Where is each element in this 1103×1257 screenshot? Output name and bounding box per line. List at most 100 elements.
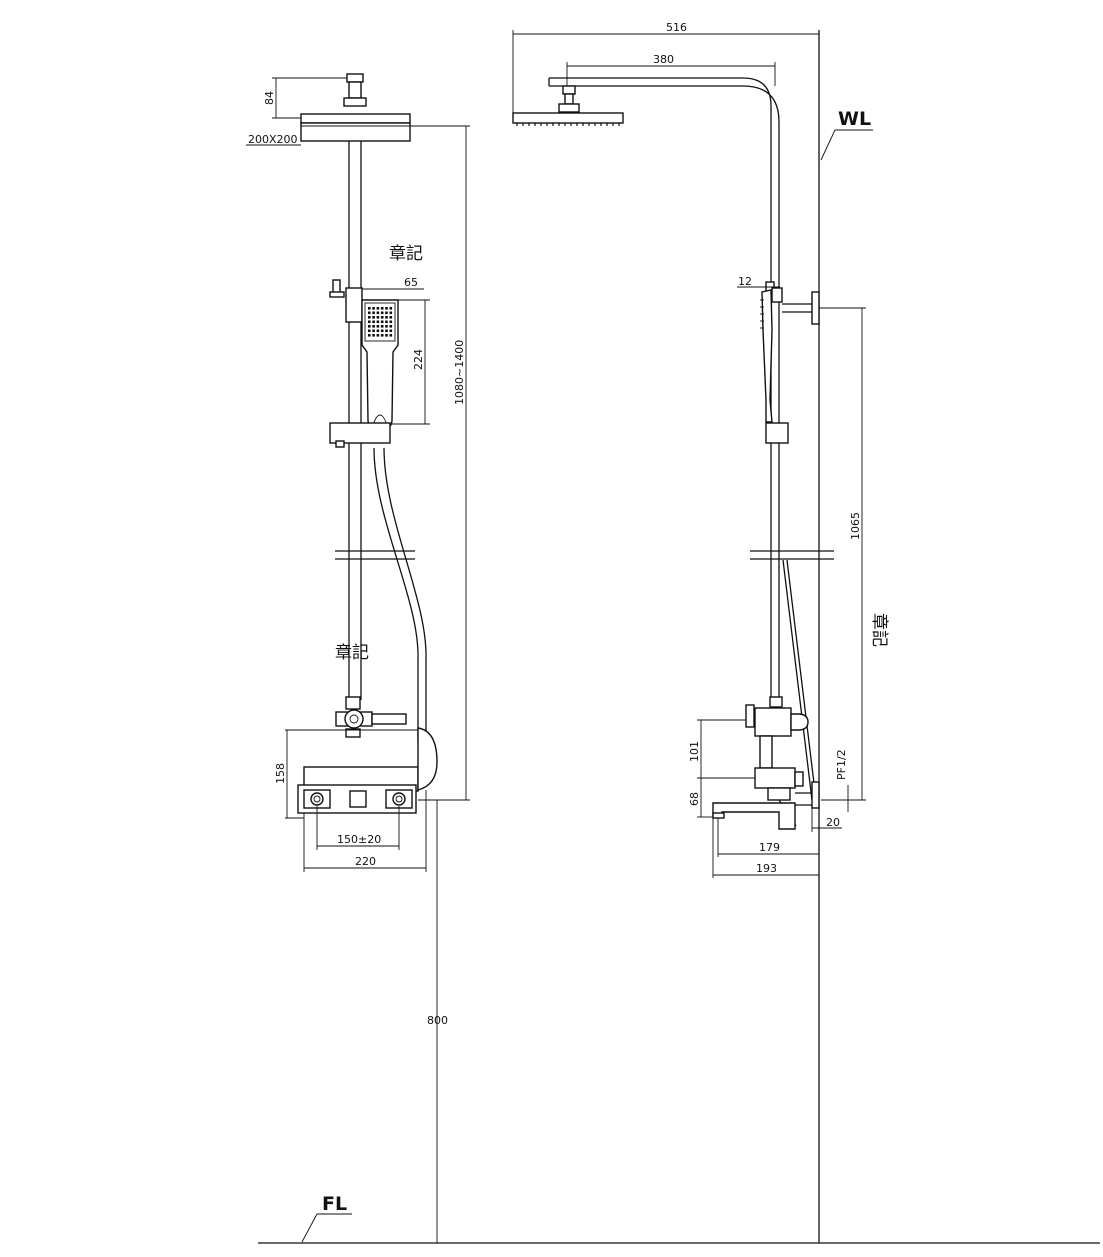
dim-diverter-height: 101 bbox=[688, 719, 755, 779]
nozzle bbox=[376, 307, 380, 310]
nozzle bbox=[380, 325, 384, 328]
nozzle bbox=[389, 316, 393, 319]
dim-handshower-length: 224 bbox=[392, 299, 430, 425]
nozzle bbox=[368, 307, 371, 310]
dim-arm-reach: 516 bbox=[512, 21, 819, 113]
dim-inlet-offset: 20 bbox=[811, 805, 842, 832]
dim-arm-reach-label: 516 bbox=[666, 21, 687, 34]
nozzle bbox=[372, 316, 375, 319]
nozzle bbox=[385, 316, 388, 319]
side-top-bracket bbox=[765, 281, 820, 325]
nozzle bbox=[368, 316, 371, 319]
dim-height-range-label: 1080~1400 bbox=[453, 340, 466, 405]
dim-head-offset: 380 bbox=[566, 53, 776, 86]
dim-wall-clearance-label: 12 bbox=[738, 275, 752, 288]
dim-spout-height-label: 68 bbox=[688, 792, 701, 806]
nozzle bbox=[368, 311, 371, 315]
nozzle bbox=[385, 325, 388, 328]
dim-head-height-label: 84 bbox=[263, 91, 276, 105]
nozzle bbox=[380, 329, 384, 333]
dim-bracket-height-label: 1065 bbox=[849, 512, 862, 540]
side-mixer bbox=[745, 696, 820, 827]
nozzle bbox=[380, 307, 384, 310]
dim-wall-clearance: 12 bbox=[737, 275, 780, 288]
mark-left-top: 章記 bbox=[389, 244, 423, 264]
dim-inlet-centres: 150±20 bbox=[316, 806, 400, 850]
nozzle bbox=[372, 307, 375, 310]
dim-valve-width-label: 220 bbox=[355, 855, 376, 868]
nozzle bbox=[380, 311, 384, 315]
dim-head-offset-label: 380 bbox=[653, 53, 674, 66]
dim-height-range: 1080~1400 bbox=[410, 125, 470, 801]
dim-valve-height: 158 bbox=[274, 729, 418, 819]
front-diverter bbox=[335, 696, 407, 738]
handshower-nozzle-grid bbox=[368, 307, 393, 337]
nozzle bbox=[368, 334, 371, 337]
wall-line-marker: WL bbox=[820, 108, 873, 161]
nozzle bbox=[376, 311, 380, 315]
side-shower-arm bbox=[548, 77, 780, 280]
nozzle bbox=[376, 329, 380, 333]
nozzle bbox=[389, 311, 393, 315]
dim-inlet-centres-label: 150±20 bbox=[337, 833, 381, 846]
nozzle bbox=[385, 307, 388, 310]
dim-spout-projection-label: 179 bbox=[759, 841, 780, 854]
floor-line-label: FL bbox=[322, 1193, 347, 1215]
front-slide-bracket bbox=[329, 422, 391, 448]
nozzle bbox=[385, 320, 388, 324]
nozzle bbox=[376, 316, 380, 319]
nozzle bbox=[372, 325, 375, 328]
dim-head-size: 200X200 bbox=[246, 133, 301, 146]
side-rail-clamp bbox=[750, 550, 834, 560]
dim-thread: PF1/2 bbox=[835, 749, 849, 812]
dim-valve-width: 220 bbox=[303, 790, 427, 872]
side-head-nozzles bbox=[516, 123, 620, 126]
dim-floor-to-outlet-label: 800 bbox=[427, 1014, 448, 1027]
front-hand-shower bbox=[361, 299, 399, 429]
nozzle bbox=[380, 320, 384, 324]
nozzle bbox=[376, 325, 380, 328]
dim-thread-label: PF1/2 bbox=[835, 749, 848, 780]
dim-inlet-offset-label: 20 bbox=[826, 816, 840, 829]
front-riser-pipe bbox=[348, 141, 362, 700]
dim-overall-depth-label: 193 bbox=[756, 862, 777, 875]
front-handshower-holder bbox=[329, 279, 363, 323]
nozzle bbox=[389, 325, 393, 328]
nozzle bbox=[372, 320, 375, 324]
nozzle bbox=[385, 311, 388, 315]
side-slide-bracket bbox=[765, 422, 789, 444]
dim-overall-depth: 193 bbox=[712, 818, 819, 878]
mark-right: 章記 bbox=[869, 613, 889, 647]
nozzle bbox=[385, 329, 388, 333]
front-thermostatic-mixer bbox=[297, 727, 438, 814]
nozzle bbox=[372, 329, 375, 333]
dim-spout-height: 68 bbox=[688, 778, 713, 818]
nozzle bbox=[389, 329, 393, 333]
nozzle bbox=[372, 334, 375, 337]
nozzle bbox=[380, 334, 384, 337]
front-shower-hose bbox=[373, 447, 427, 742]
dim-diverter-height-label: 101 bbox=[688, 741, 701, 762]
nozzle bbox=[376, 320, 380, 324]
nozzle bbox=[380, 316, 384, 319]
dim-head-size-label: 200X200 bbox=[248, 133, 298, 146]
floor-line: FL bbox=[258, 1193, 1100, 1244]
dim-valve-height-label: 158 bbox=[274, 763, 287, 784]
dim-spout-projection: 179 bbox=[717, 818, 819, 857]
nozzle bbox=[376, 334, 380, 337]
nozzle bbox=[368, 320, 371, 324]
nozzle bbox=[368, 325, 371, 328]
wall-line-label: WL bbox=[838, 108, 871, 130]
side-hand-shower bbox=[760, 289, 773, 423]
dim-handshower-width-label: 65 bbox=[404, 276, 418, 289]
dim-handshower-width: 65 bbox=[362, 276, 424, 290]
side-shower-head bbox=[512, 85, 624, 126]
side-hose bbox=[782, 559, 817, 801]
nozzle bbox=[385, 334, 388, 337]
nozzle bbox=[389, 307, 393, 310]
front-rail-clamp bbox=[335, 550, 415, 560]
nozzle bbox=[368, 329, 371, 333]
mark-left-bottom: 章記 bbox=[335, 643, 369, 663]
side-view: 516 380 12 1065 PF1/2 bbox=[512, 21, 889, 1243]
